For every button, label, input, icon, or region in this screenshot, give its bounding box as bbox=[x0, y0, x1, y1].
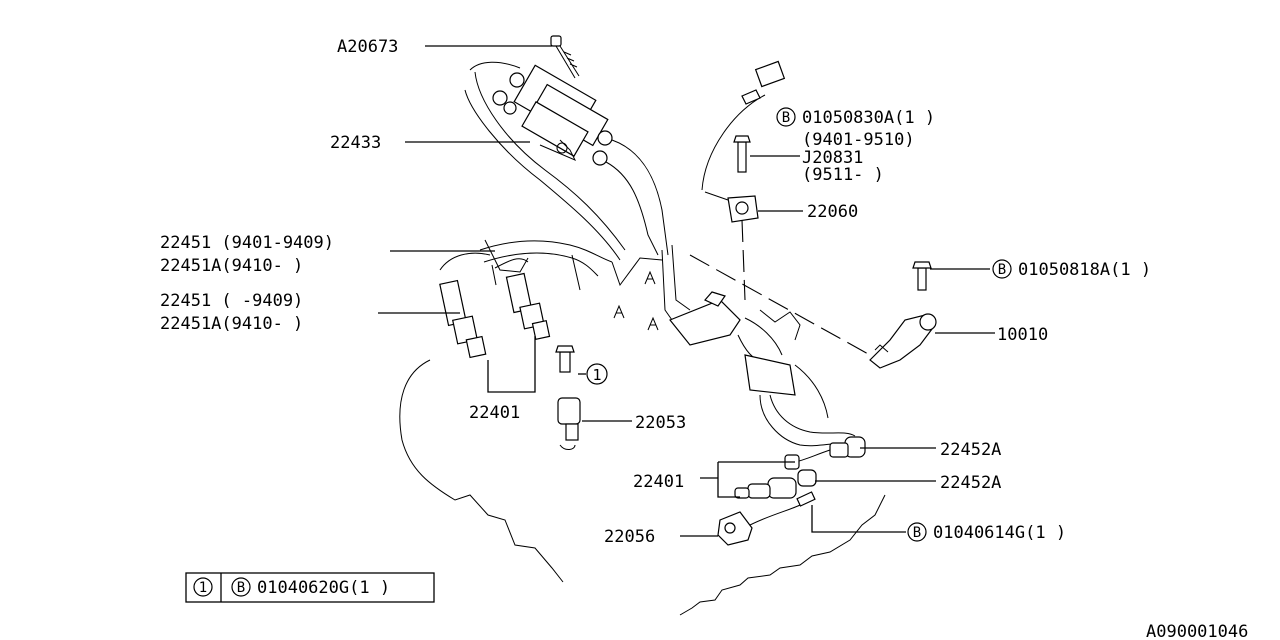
lower-harness-drawing bbox=[717, 436, 866, 546]
label-22452a-a: 22452A bbox=[940, 440, 1001, 460]
a-markers bbox=[613, 270, 659, 331]
part-labels: A20673 22433 B 01050830A(1 ) (9401-9510)… bbox=[160, 37, 1151, 547]
label-22053: 22053 bbox=[635, 413, 686, 433]
label-22451-b: 22451 ( -9409) bbox=[160, 291, 303, 311]
one-circle-icon bbox=[193, 577, 213, 597]
b-marker: B bbox=[913, 525, 921, 541]
label-j20831: J20831 bbox=[802, 148, 863, 168]
label-22451-a: 22451 (9401-9409) bbox=[160, 233, 334, 253]
legend-box: 1 B 01040620G(1 ) bbox=[185, 572, 435, 603]
label-22056: 22056 bbox=[604, 527, 655, 547]
one-marker: 1 bbox=[592, 366, 601, 384]
ignition-coil-assembly bbox=[464, 61, 669, 261]
legend-value: 01040620G(1 ) bbox=[257, 578, 390, 598]
reference-code: A090001046 bbox=[1146, 622, 1248, 640]
label-22452a-b: 22452A bbox=[940, 473, 1001, 493]
label-01040614g: 01040614G(1 ) bbox=[933, 523, 1066, 543]
b-circle-icon bbox=[992, 259, 1012, 279]
legend-one-marker: 1 bbox=[199, 580, 207, 596]
label-01050830a: 01050830A(1 ) bbox=[802, 108, 935, 128]
label-22451a-b: 22451A(9410- ) bbox=[160, 314, 303, 334]
label-10010: 10010 bbox=[997, 325, 1048, 345]
b-circle-icon bbox=[907, 522, 927, 542]
oxygen-sensors bbox=[439, 239, 551, 359]
label-22401-a: 22401 bbox=[469, 403, 520, 423]
label-22060: 22060 bbox=[807, 202, 858, 222]
one-circle-icon bbox=[586, 363, 608, 385]
label-9511: (9511- ) bbox=[802, 165, 884, 185]
b-marker: B bbox=[998, 262, 1006, 278]
dashed-reference-lines bbox=[689, 219, 871, 356]
label-a20673: A20673 bbox=[337, 37, 398, 57]
wiring-harness bbox=[479, 240, 856, 447]
knock-sensor-drawing bbox=[701, 60, 786, 223]
bracket-10010-drawing bbox=[869, 261, 937, 369]
label-22433: 22433 bbox=[330, 133, 381, 153]
label-22451a-a: 22451A(9410- ) bbox=[160, 256, 303, 276]
label-9401-9510: (9401-9510) bbox=[802, 130, 915, 150]
bolt-a20673-drawing bbox=[550, 35, 580, 79]
label-01050818a: 01050818A(1 ) bbox=[1018, 260, 1151, 280]
leader-lines bbox=[378, 45, 995, 537]
b-marker: B bbox=[782, 110, 790, 126]
label-22401-b: 22401 bbox=[633, 472, 684, 492]
sensor-22053-drawing bbox=[555, 345, 581, 450]
legend-b-marker: B bbox=[237, 580, 245, 596]
b-circle-icon bbox=[776, 107, 796, 127]
b-circle-icon bbox=[231, 577, 251, 597]
